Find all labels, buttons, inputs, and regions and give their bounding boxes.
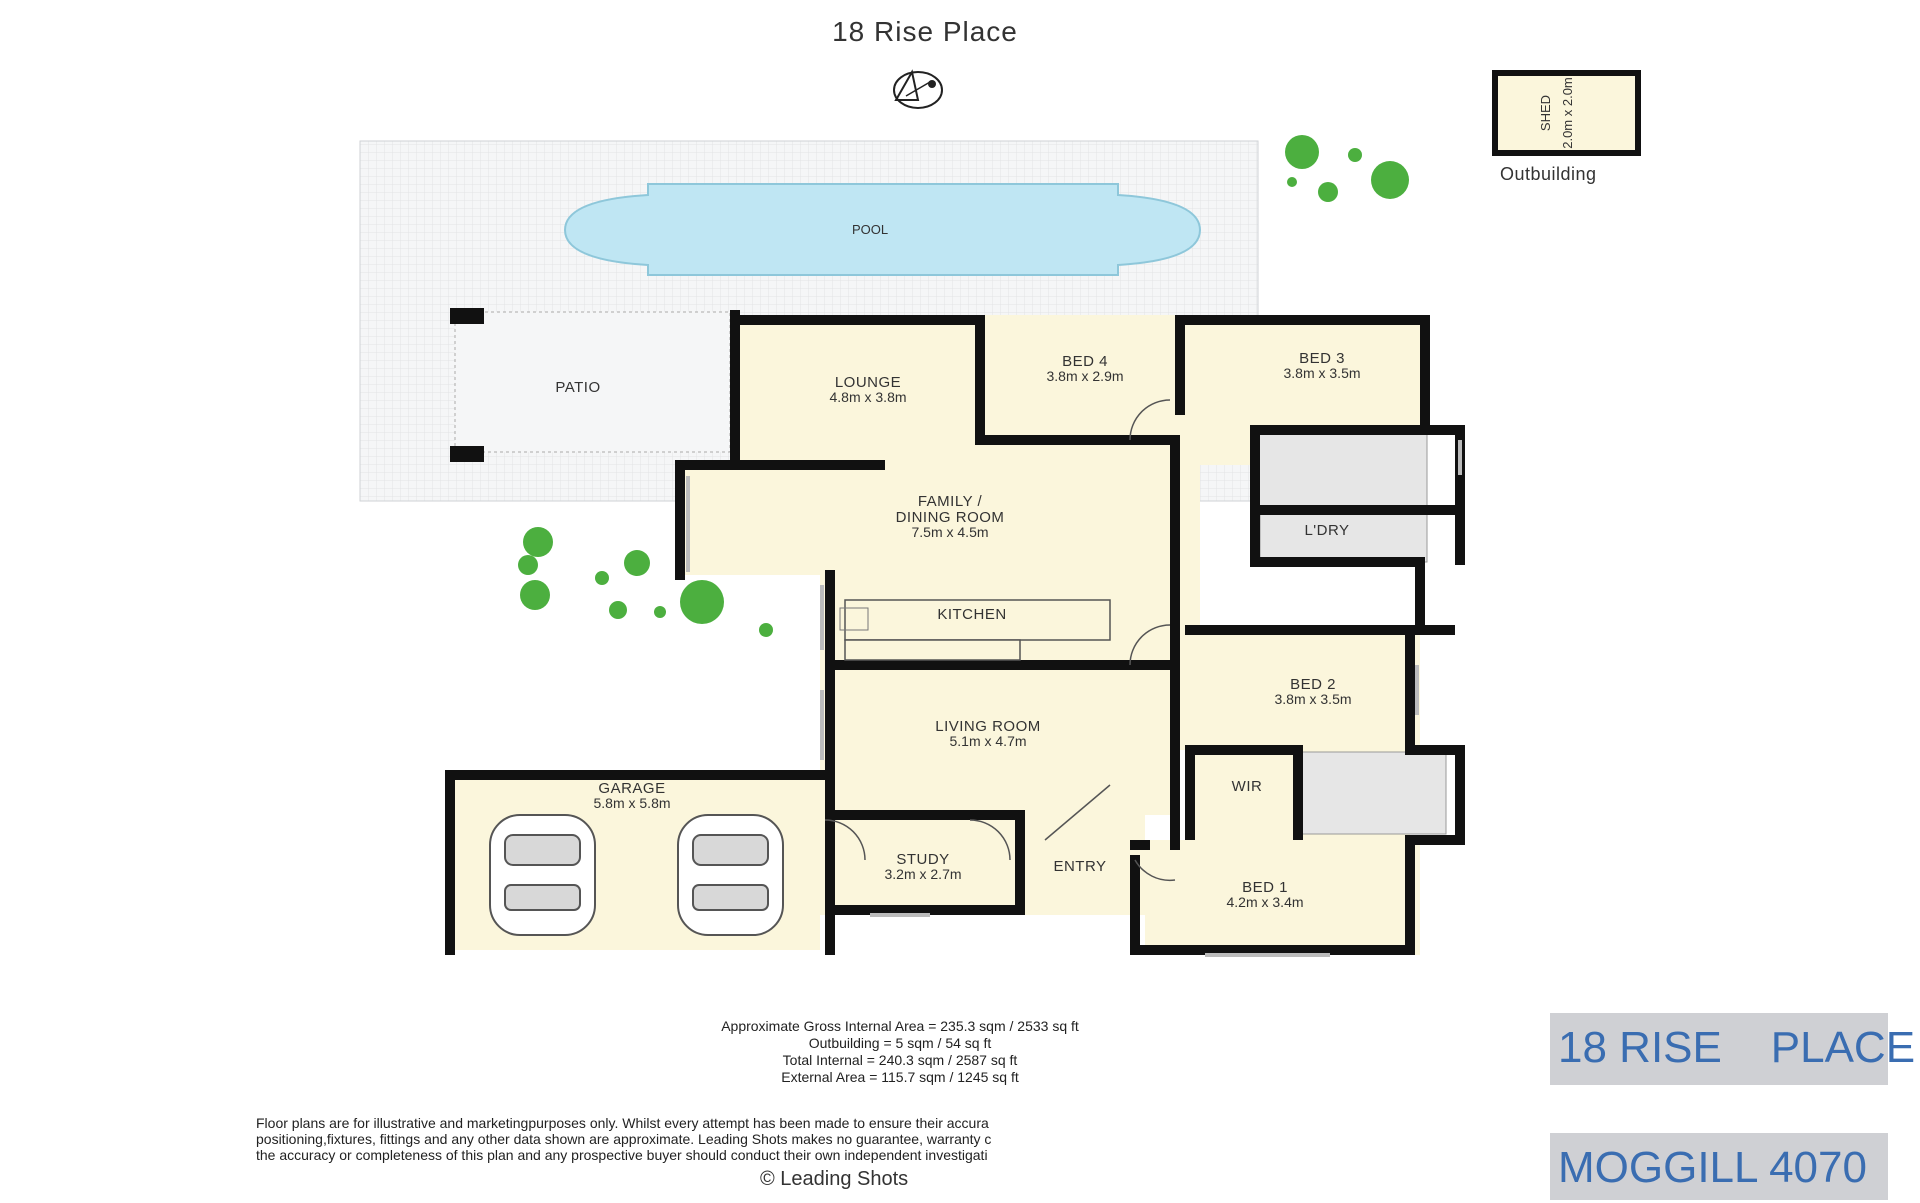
area-line: Outbuilding = 5 sqm / 54 sq ft (808, 1035, 992, 1051)
outbuilding-label: Outbuilding (1500, 164, 1597, 184)
disclaimer-line: positioning,fixtures, fittings and any o… (256, 1131, 992, 1147)
area-line: External Area = 115.7 sqm / 1245 sq ft (781, 1069, 1019, 1085)
family-label-1: FAMILY / (918, 493, 983, 510)
copyright: © Leading Shots (760, 1168, 909, 1190)
area-summary: Approximate Gross Internal Area = 235.3 … (600, 1018, 1200, 1086)
garage-dim: 5.8m x 5.8m (593, 795, 670, 811)
sink-icon (839, 607, 869, 631)
patio-label: PATIO (555, 379, 600, 396)
house-floor (450, 315, 1425, 955)
disclaimer: Floor plans are for illustrative and mar… (256, 1115, 1518, 1163)
shed (1492, 70, 1641, 156)
windows (686, 440, 1462, 957)
suburb-badge: MOGGILL 4070 (1550, 1133, 1888, 1200)
pool (563, 183, 1202, 276)
laundry-label: L'DRY (1304, 522, 1349, 539)
shed-dimensions: 2.0m x 2.0m (1560, 77, 1575, 149)
bed4-dim: 3.8m x 2.9m (1046, 368, 1123, 384)
bed1-label: BED 1 (1242, 879, 1288, 896)
bed1-dim: 4.2m x 3.4m (1226, 894, 1303, 910)
bed4-label: BED 4 (1062, 353, 1108, 370)
family-label-2: DINING ROOM (896, 509, 1005, 526)
plan-title: 18 Rise Place (832, 16, 1018, 47)
tree-icons (518, 135, 1409, 637)
shed-name: SHED (1538, 95, 1553, 131)
bed3-label: BED 3 (1299, 350, 1345, 367)
street-badge: 18 RISE PLACE (1550, 1013, 1915, 1085)
kitchen-counter (844, 599, 1111, 661)
door-swings (824, 399, 1176, 882)
area-line: Total Internal = 240.3 sqm / 2587 sq ft (782, 1052, 1018, 1068)
living-room-dim: 5.1m x 4.7m (949, 733, 1026, 749)
bed3-dim: 3.8m x 3.5m (1283, 365, 1360, 381)
kitchen-label: KITCHEN (937, 606, 1006, 623)
study-dim: 3.2m x 2.7m (884, 866, 961, 882)
car-icon (489, 814, 596, 936)
entry-label: ENTRY (1053, 858, 1106, 875)
lounge-dim: 4.8m x 3.8m (829, 389, 906, 405)
walls (445, 310, 1465, 955)
study-label: STUDY (896, 851, 949, 868)
lounge-label: LOUNGE (835, 374, 901, 391)
car-icon (677, 814, 784, 936)
patio (450, 308, 731, 462)
family-dim: 7.5m x 4.5m (911, 524, 988, 540)
wet-areas (1254, 429, 1447, 835)
pool-label: POOL (852, 222, 888, 237)
garage-label: GARAGE (598, 780, 665, 797)
disclaimer-line: Floor plans are for illustrative and mar… (256, 1115, 989, 1131)
bed2-label: BED 2 (1290, 676, 1336, 693)
wir-label: WIR (1232, 778, 1263, 795)
living-room-label: LIVING ROOM (935, 718, 1041, 735)
disclaimer-line: the accuracy or completeness of this pla… (256, 1147, 988, 1163)
compass-icon (893, 69, 943, 109)
area-line: Approximate Gross Internal Area = 235.3 … (721, 1018, 1079, 1034)
bed2-dim: 3.8m x 3.5m (1274, 691, 1351, 707)
